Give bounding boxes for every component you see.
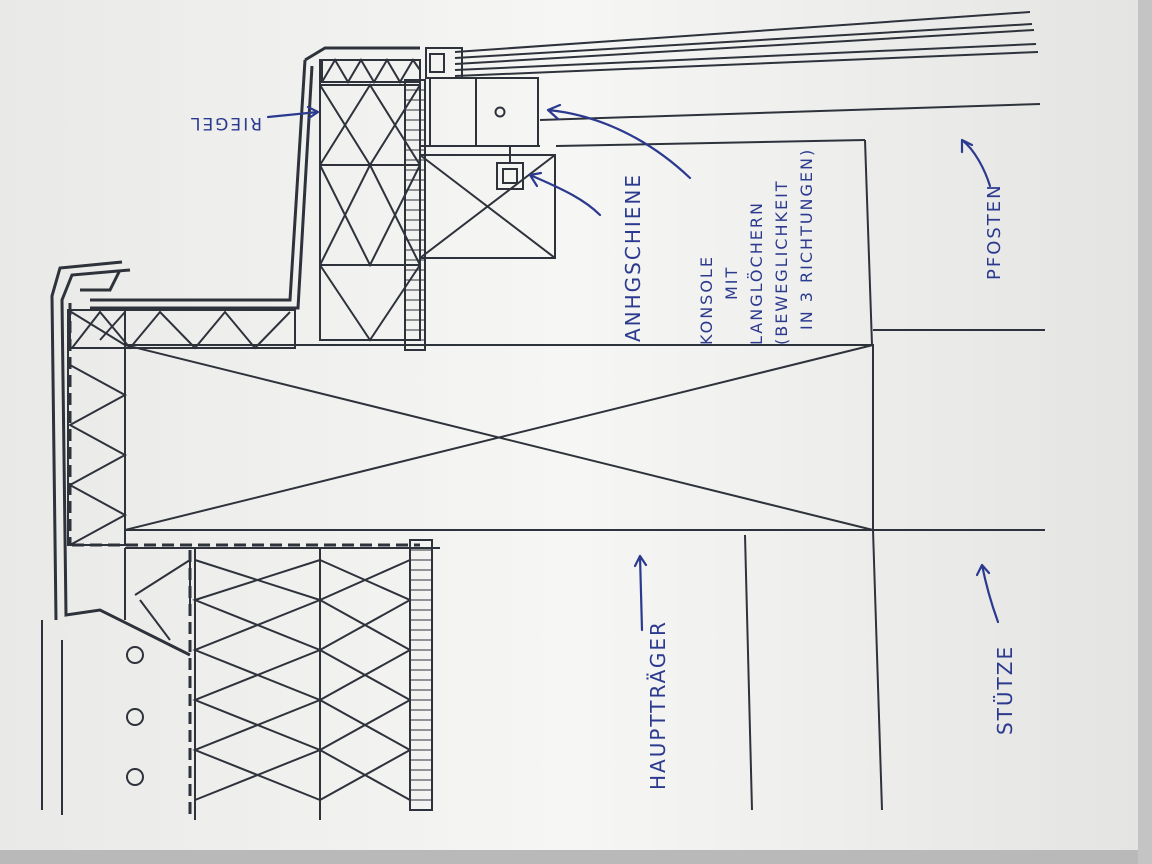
roof-parapet-outline	[90, 46, 420, 310]
riegel-profile	[420, 47, 540, 147]
annotation-arrows	[266, 103, 1000, 632]
label-anhgschiene: ANHGSCHIENE	[621, 173, 645, 342]
hatched-strip-upper	[404, 79, 426, 351]
paper-sheet	[0, 0, 1140, 850]
label-konsole-1: KONSOLE	[697, 255, 716, 345]
label-haupttraeger: HAUPTTRÄGER	[646, 620, 670, 790]
label-konsole-4: (BEWEGLICHKEIT	[772, 179, 791, 345]
stuetze-lines	[744, 529, 883, 811]
label-stuetze: STÜTZE	[993, 645, 1017, 735]
table-edge	[0, 850, 1152, 864]
label-konsole-5: IN 3 RICHTUNGEN)	[797, 148, 816, 330]
drain-edge	[41, 620, 144, 815]
parapet-cap	[50, 260, 191, 657]
facade-rails	[454, 11, 1041, 121]
hatch-ticks	[405, 89, 432, 801]
label-konsole-3: LANGLÖCHERN	[747, 201, 766, 345]
label-pfosten: PFOSTEN	[984, 183, 1005, 280]
table-edge-right	[1138, 0, 1152, 864]
label-riegel: RIEGEL	[189, 113, 262, 133]
label-konsole-2: MIT	[722, 266, 741, 300]
hatched-strip-lower	[409, 539, 433, 811]
lower-insulation	[124, 547, 440, 820]
